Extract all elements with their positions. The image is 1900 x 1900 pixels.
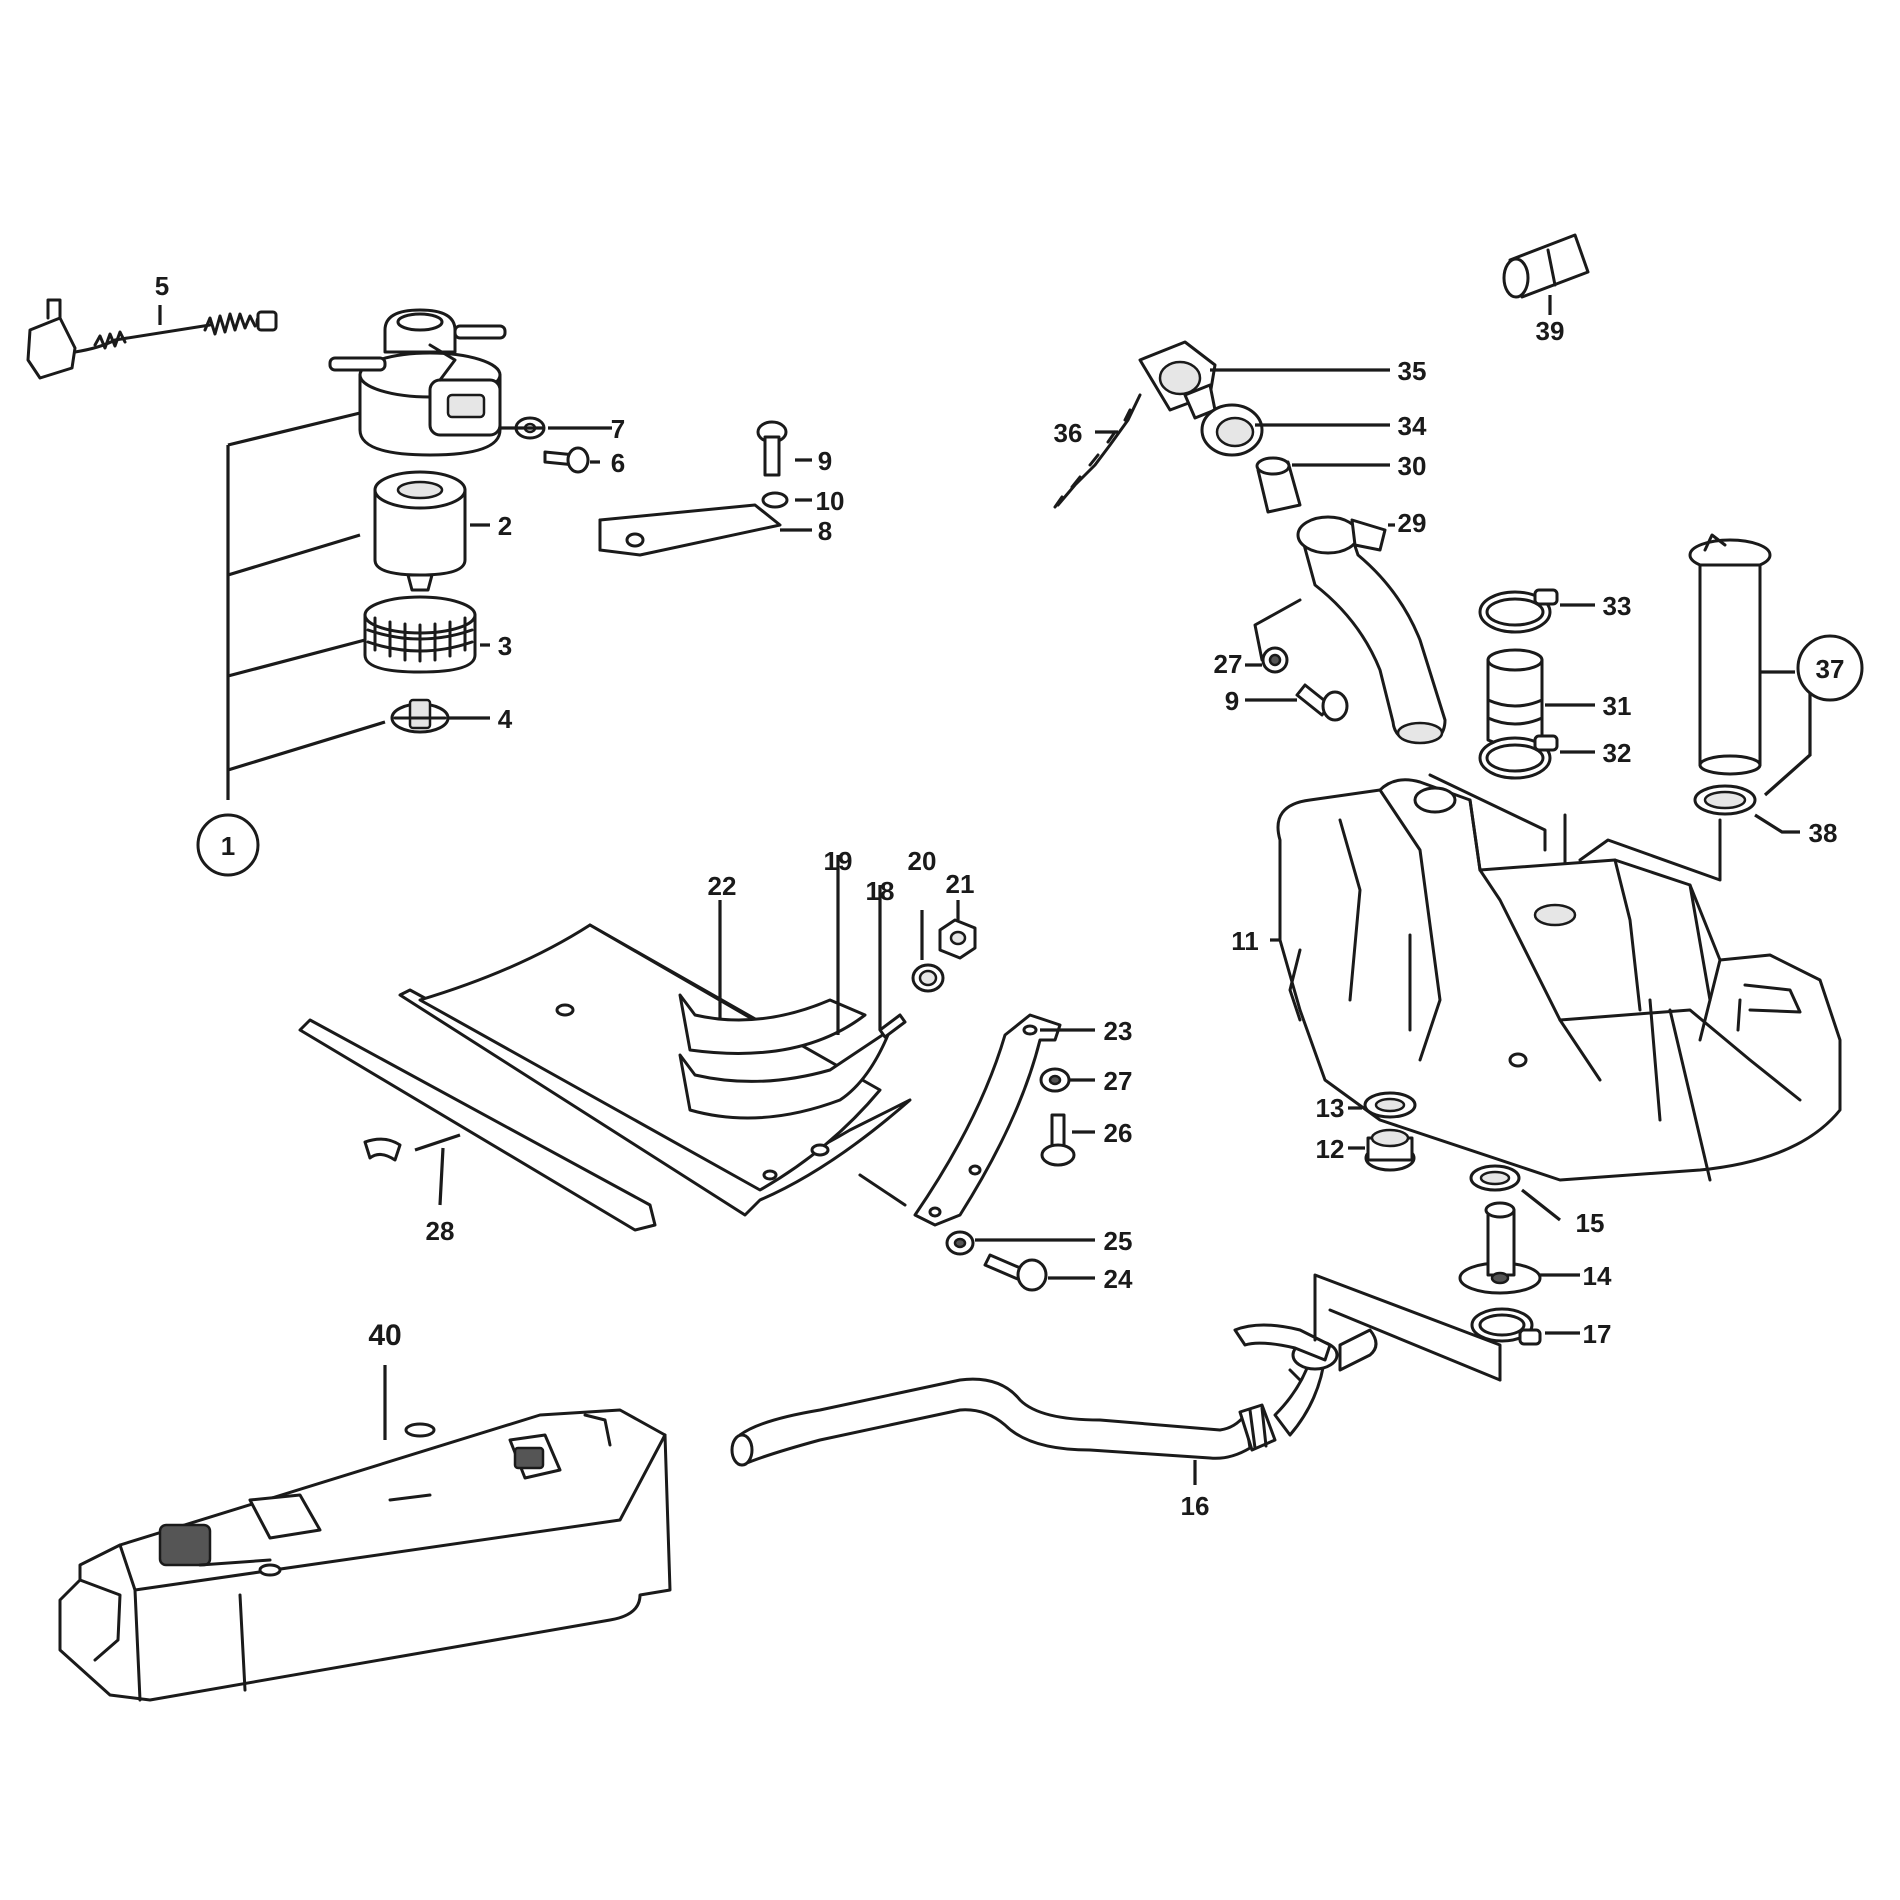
fuel-filter-head (328, 308, 507, 457)
callout-label-36: 36 (1054, 418, 1083, 448)
callout-label-14: 14 (1583, 1261, 1612, 1291)
bolt-9-top (756, 420, 788, 477)
callout-labels: 1 2 3 4 5 6 7 8 9 10 11 12 13 14 15 16 1… (155, 271, 1845, 1521)
callout-label-9-bracket: 9 (818, 446, 832, 476)
callout-label-21: 21 (946, 869, 975, 899)
callout-label-11: 11 (1231, 926, 1259, 956)
bracket-8 (598, 503, 782, 557)
callout-label-7: 7 (611, 414, 625, 444)
callout-label-23: 23 (1104, 1016, 1133, 1046)
rod-18 (878, 1013, 907, 1039)
fuel-sender-37 (1688, 533, 1772, 776)
washer-25 (945, 1230, 975, 1256)
callout-circle-37 (1796, 634, 1864, 702)
callout-label-10: 10 (816, 486, 845, 516)
bolt-9-neck (1295, 683, 1349, 722)
seal-34 (1200, 403, 1264, 457)
spring-20 (911, 963, 945, 993)
washer-27-top (1261, 646, 1289, 674)
hose-31 (1486, 648, 1544, 748)
callout-label-5: 5 (155, 271, 169, 301)
callout-label-3: 3 (498, 631, 512, 661)
washer-10 (761, 491, 789, 509)
callout-label-38: 38 (1809, 818, 1838, 848)
clip-28 (363, 1137, 402, 1162)
bolt-6 (543, 446, 590, 474)
callout-label-37: 37 (1816, 654, 1845, 684)
gasket-13 (1363, 1091, 1417, 1119)
callout-label-12: 12 (1316, 1134, 1345, 1164)
filter-element (373, 470, 467, 592)
callout-label-40: 40 (368, 1319, 401, 1352)
callout-label-29: 29 (1398, 508, 1427, 538)
callout-label-34: 34 (1398, 411, 1427, 441)
callout-label-26: 26 (1104, 1118, 1133, 1148)
fuel-tank-40 (58, 1408, 672, 1702)
insert-30 (1255, 456, 1302, 514)
filler-pipe-29 (1296, 515, 1447, 745)
callout-label-8: 8 (818, 516, 832, 546)
nut-21 (938, 918, 977, 960)
bolt-24 (983, 1253, 1048, 1292)
callout-label-9-neck: 9 (1225, 686, 1239, 716)
pipe-39 (1502, 233, 1590, 299)
strap-28 (298, 1018, 657, 1232)
callout-label-16: 16 (1181, 1491, 1210, 1521)
callout-label-32: 32 (1603, 738, 1632, 768)
callout-label-27-bracket: 27 (1104, 1066, 1133, 1096)
callout-label-30: 30 (1398, 451, 1427, 481)
clamp-32 (1478, 734, 1559, 780)
fitting-14 (1458, 1201, 1542, 1295)
callout-label-28: 28 (426, 1216, 455, 1246)
clamp-33 (1478, 588, 1559, 634)
callout-label-25: 25 (1104, 1226, 1133, 1256)
washer-27-bracket (1039, 1067, 1071, 1093)
callout-label-17: 17 (1583, 1319, 1612, 1349)
clamp-17 (1470, 1307, 1542, 1346)
callout-label-35: 35 (1398, 356, 1427, 386)
filler-cap-35 (1138, 340, 1217, 420)
callout-label-18: 18 (866, 876, 895, 906)
heater-connector-cable (26, 298, 278, 380)
callout-label-19: 19 (824, 846, 853, 876)
callout-label-4: 4 (498, 704, 513, 734)
callout-label-6: 6 (611, 448, 625, 478)
callout-label-13: 13 (1316, 1093, 1345, 1123)
callout-label-1: 1 (221, 831, 235, 861)
heat-shield-22 (398, 923, 912, 1217)
callout-label-33: 33 (1603, 591, 1632, 621)
chain-36 (1053, 393, 1142, 509)
callout-circle-1 (196, 813, 260, 877)
seal-15 (1469, 1164, 1521, 1192)
callout-label-20: 20 (908, 846, 937, 876)
seal-38 (1693, 784, 1757, 816)
bolt-26 (1040, 1113, 1076, 1167)
bracket-23 (913, 1013, 1062, 1227)
callout-label-39: 39 (1536, 316, 1565, 346)
strap-19 (678, 993, 892, 1120)
filter-bowl (363, 595, 477, 674)
callout-label-22: 22 (708, 871, 737, 901)
fuel-line-16 (730, 1323, 1378, 1467)
plug-12 (1364, 1128, 1416, 1172)
drain-valve (390, 698, 450, 734)
callout-label-24: 24 (1104, 1264, 1133, 1294)
callout-label-2: 2 (498, 511, 512, 541)
callout-label-27-neck: 27 (1214, 649, 1243, 679)
callout-label-31: 31 (1603, 691, 1632, 721)
callout-label-15: 15 (1576, 1208, 1605, 1238)
fuel-tank-11 (1276, 778, 1842, 1182)
